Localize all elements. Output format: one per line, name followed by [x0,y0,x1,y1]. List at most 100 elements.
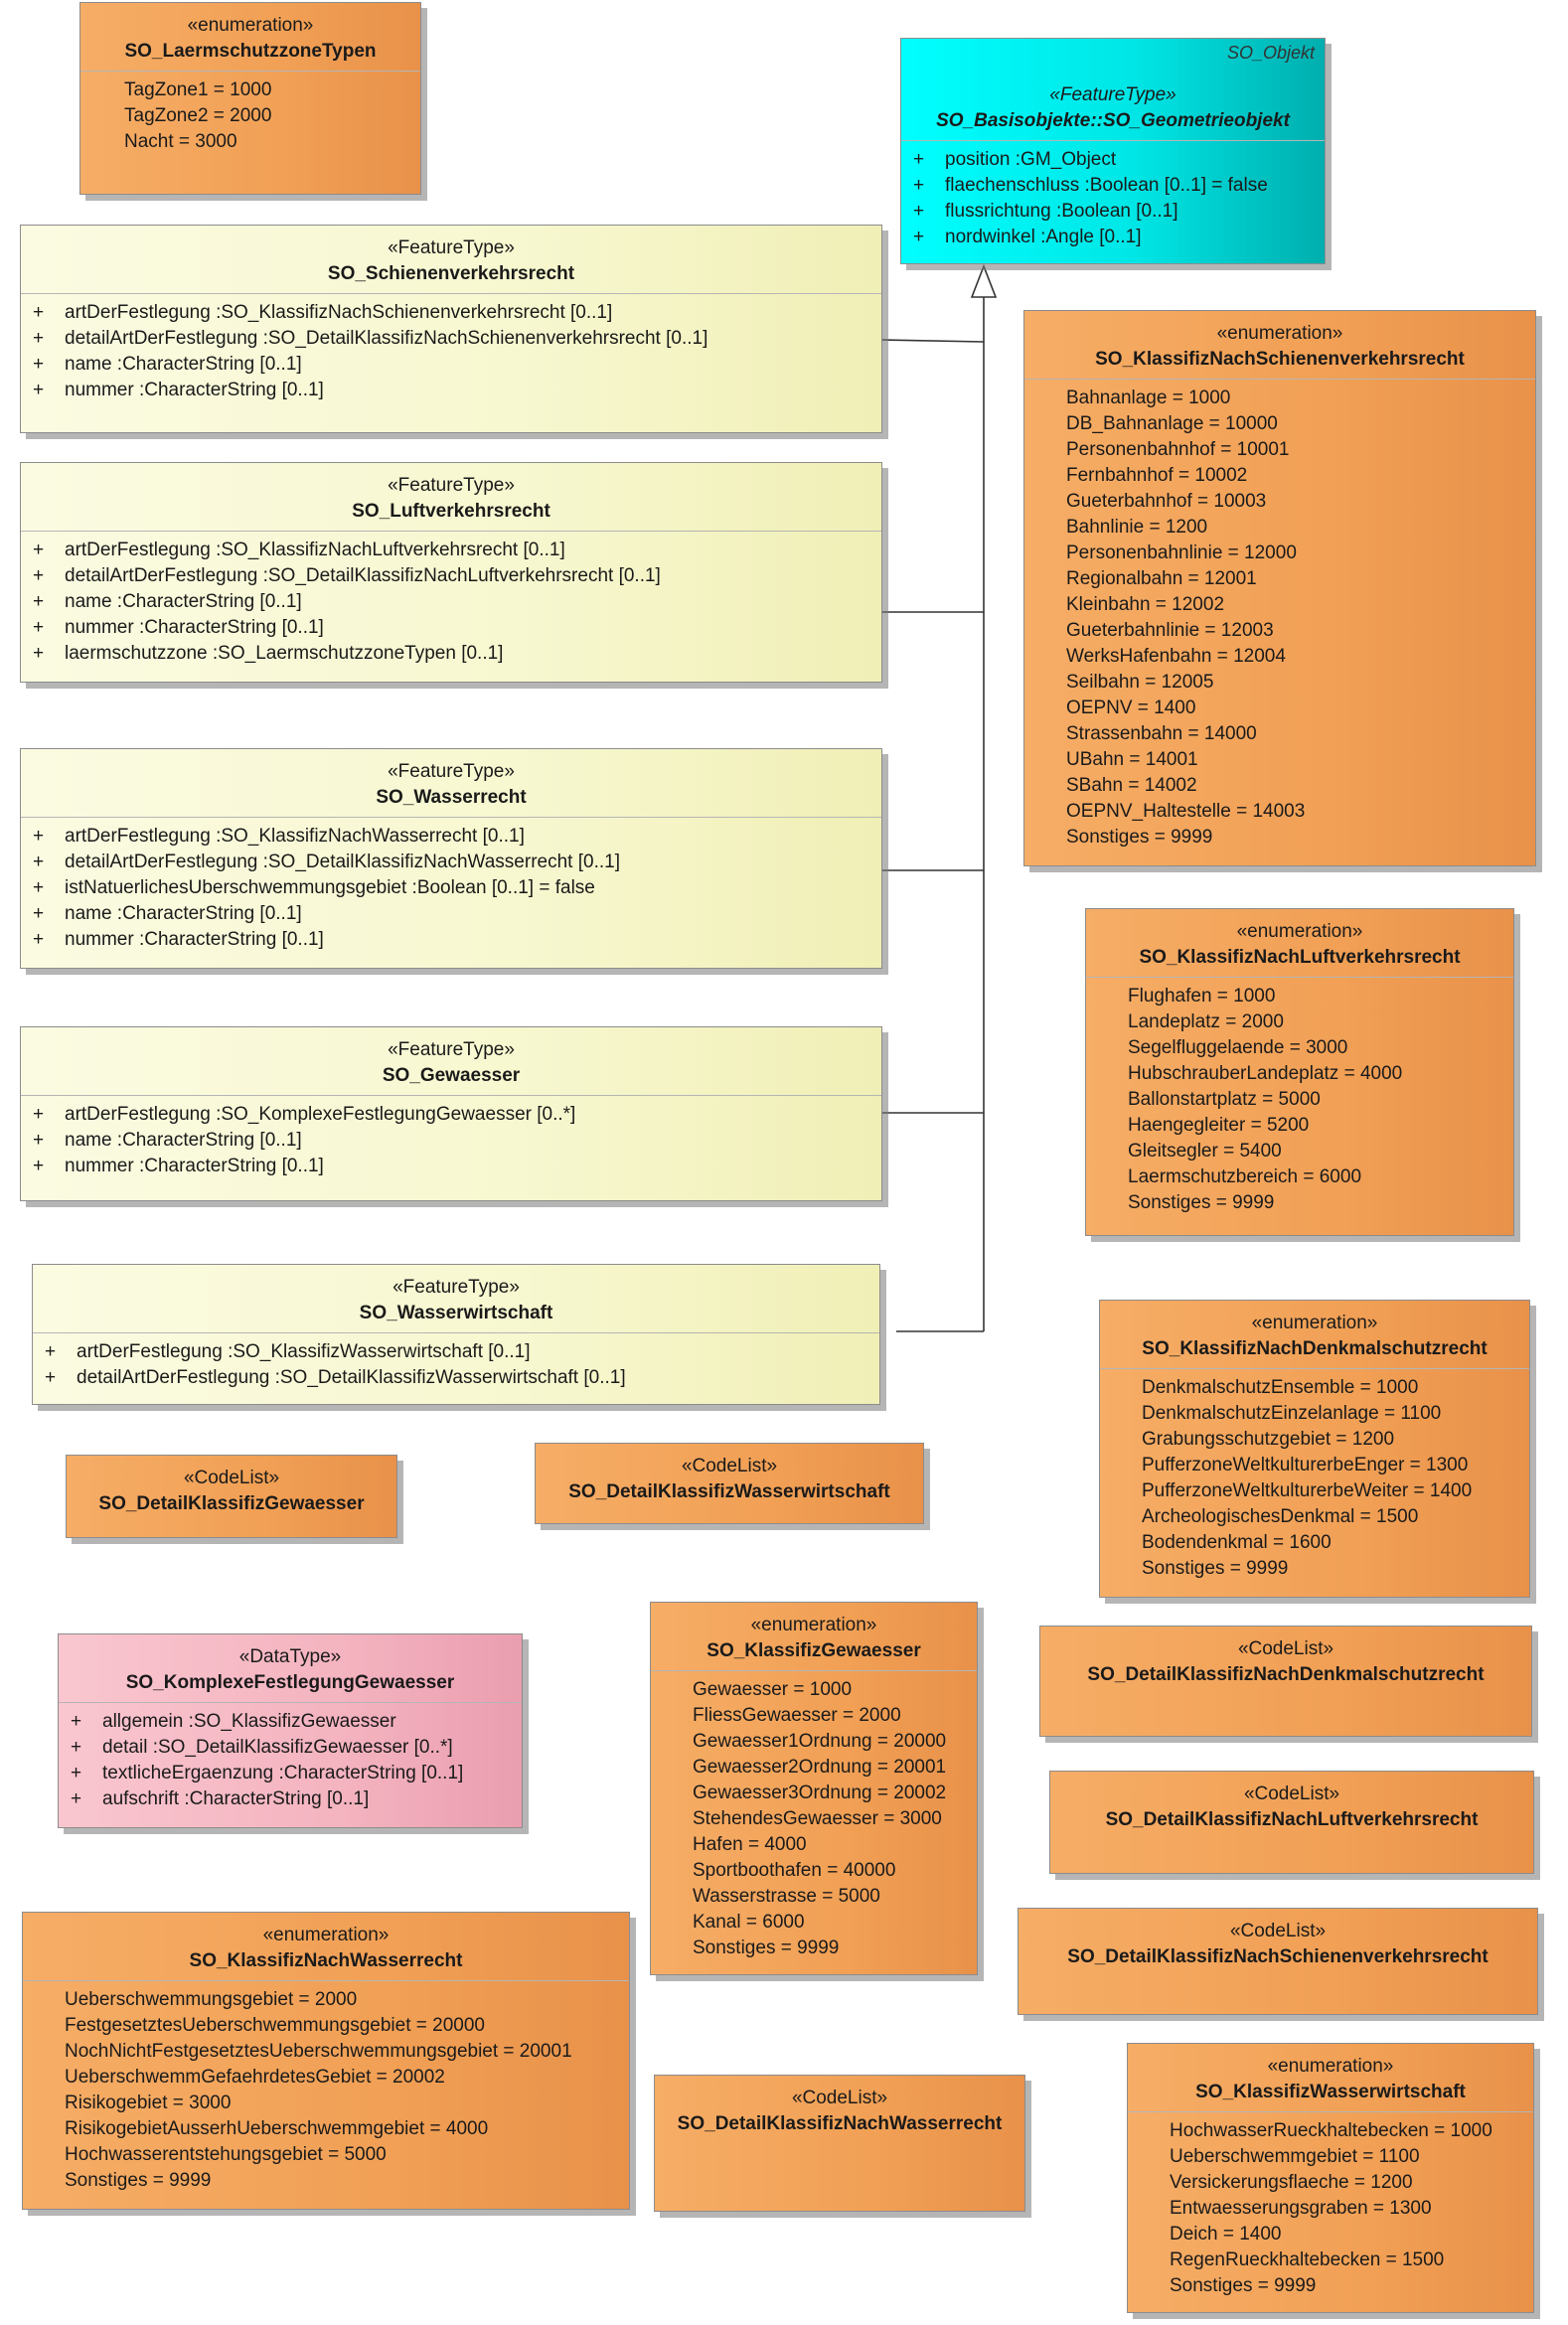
literal: FestgesetztesUeberschwemmungsgebiet = 20… [65,2015,485,2036]
literal: NochNichtFestgesetztesUeberschwemmungsge… [65,2041,572,2062]
attribute: +name :CharacterString [0..1] [33,591,302,612]
codelist-detail-klassifiz-nach-denkmalschutzrecht[interactable]: «CodeList» SO_DetailKlassifizNachDenkmal… [1039,1626,1532,1737]
stereotype-label: «CodeList» [1237,1638,1334,1659]
stereotype-label: «FeatureType» [388,761,515,782]
attribute: +detail :SO_DetailKlassifizGewaesser [0.… [71,1737,453,1758]
featuretype-wasserwirtschaft[interactable]: «FeatureType» SO_Wasserwirtschaft +artDe… [32,1264,880,1405]
package-label: SO_Objekt [1226,43,1315,63]
literal-list: HochwasserRueckhaltebecken = 1000 Uebers… [1128,2112,1533,2305]
class-name: SO_Wasserwirtschaft [359,1303,553,1323]
literal: Wasserstrasse = 5000 [693,1886,880,1907]
literal: Kleinbahn = 12002 [1066,594,1225,615]
literal: Hochwasserentstehungsgebiet = 5000 [65,2144,387,2165]
class-name: SO_DetailKlassifizNachSchienenverkehrsre… [1067,1946,1489,1967]
literal: FliessGewaesser = 2000 [693,1705,901,1726]
featuretype-luftverkehrsrecht[interactable]: «FeatureType» SO_Luftverkehrsrecht +artD… [20,462,882,683]
enum-klassifiz-nach-wasserrecht[interactable]: «enumeration» SO_KlassifizNachWasserrech… [22,1912,630,2210]
literal: Regionalbahn = 12001 [1066,568,1257,589]
attribute-list: +artDerFestlegung :SO_KomplexeFestlegung… [21,1096,881,1185]
attribute: +allgemein :SO_KlassifizGewaesser [71,1711,396,1732]
literal: Sonstiges = 9999 [1170,2275,1317,2296]
stereotype-label: «FeatureType» [1049,84,1176,105]
attribute-list: +position :GM_Object +flaechenschluss :B… [901,141,1325,256]
literal: Sonstiges = 9999 [65,2170,212,2191]
attribute: +nordwinkel :Angle [0..1] [913,227,1142,247]
literal: UBahn = 14001 [1066,749,1198,770]
class-name: SO_DetailKlassifizWasserwirtschaft [568,1481,890,1502]
literal: Sonstiges = 9999 [1142,1558,1289,1579]
literal: HochwasserRueckhaltebecken = 1000 [1170,2120,1492,2141]
featuretype-wasserrecht[interactable]: «FeatureType» SO_Wasserrecht +artDerFest… [20,748,882,969]
literal: DenkmalschutzEinzelanlage = 1100 [1142,1403,1442,1424]
stereotype-label: «DataType» [238,1646,342,1667]
enum-klassifiz-gewaesser[interactable]: «enumeration» SO_KlassifizGewaesser Gewa… [650,1602,978,1975]
class-name: SO_DetailKlassifizNachDenkmalschutzrecht [1087,1664,1485,1685]
literal: Sonstiges = 9999 [693,1938,840,1958]
stereotype-label: «enumeration» [262,1925,390,1945]
class-name: SO_DetailKlassifizNachLuftverkehrsrecht [1105,1809,1479,1830]
attribute: +artDerFestlegung :SO_KomplexeFestlegung… [33,1104,576,1125]
featuretype-schienenverkehrsrecht[interactable]: «FeatureType» SO_Schienenverkehrsrecht +… [20,225,882,433]
codelist-detail-klassifiz-nach-schienenverkehrsrecht[interactable]: «CodeList» SO_DetailKlassifizNachSchiene… [1018,1908,1538,2015]
featuretype-geometrieobjekt[interactable]: SO_Objekt «FeatureType» SO_Basisobjekte:… [900,38,1326,264]
class-name: SO_KlassifizNachLuftverkehrsrecht [1139,947,1461,968]
enum-klassifiz-nach-schienenverkehrsrecht[interactable]: «enumeration» SO_KlassifizNachSchienenve… [1023,310,1536,866]
featuretype-gewaesser[interactable]: «FeatureType» SO_Gewaesser +artDerFestle… [20,1026,882,1201]
class-name: SO_Schienenverkehrsrecht [327,263,575,284]
literal: Seilbahn = 12005 [1066,672,1214,693]
attribute-list: +artDerFestlegung :SO_KlassifizWasserwir… [33,1333,879,1397]
literal: Hafen = 4000 [693,1834,807,1855]
class-name: SO_Gewaesser [382,1065,521,1086]
stereotype-label: «enumeration» [187,15,314,36]
stereotype-label: «FeatureType» [388,475,515,496]
connector-schienenverkehrsrecht [881,339,985,343]
attribute: +name :CharacterString [0..1] [33,903,302,924]
literal: Fernbahnhof = 10002 [1066,465,1248,486]
codelist-detail-klassifiz-gewaesser[interactable]: «CodeList» SO_DetailKlassifizGewaesser [66,1455,397,1538]
literal: Gewaesser = 1000 [693,1679,853,1700]
enum-klassifiz-nach-denkmalschutzrecht[interactable]: «enumeration» SO_KlassifizNachDenkmalsch… [1099,1300,1530,1598]
stereotype-label: «FeatureType» [392,1277,520,1298]
attribute: +flaechenschluss :Boolean [0..1] = false [913,175,1268,196]
literal: Flughafen = 1000 [1128,986,1276,1007]
literal: Ueberschwemmgebiet = 1100 [1170,2146,1420,2167]
literal-list: Flughafen = 1000 Landeplatz = 2000 Segel… [1086,978,1513,1222]
stereotype-label: «FeatureType» [388,1039,515,1060]
stereotype-label: «enumeration» [750,1615,877,1635]
class-name: SO_DetailKlassifizNachWasserrecht [677,2113,1003,2134]
codelist-detail-klassifiz-wasserwirtschaft[interactable]: «CodeList» SO_DetailKlassifizWasserwirts… [535,1443,924,1524]
stereotype-label: «CodeList» [791,2088,888,2108]
literal: Gewaesser3Ordnung = 20002 [693,1782,947,1803]
literal: WerksHafenbahn = 12004 [1066,646,1286,667]
attribute-list: +artDerFestlegung :SO_KlassifizNachSchie… [21,294,881,409]
attribute: +artDerFestlegung :SO_KlassifizNachLuftv… [33,540,565,560]
literal: SBahn = 14002 [1066,775,1197,796]
literal-list: Ueberschwemmungsgebiet = 2000 Festgesetz… [23,1981,629,2200]
literal: DB_Bahnanlage = 10000 [1066,413,1278,434]
literal: Laermschutzbereich = 6000 [1128,1166,1362,1187]
enum-klassifiz-wasserwirtschaft[interactable]: «enumeration» SO_KlassifizWasserwirtscha… [1127,2043,1534,2313]
codelist-detail-klassifiz-nach-luftverkehrsrecht[interactable]: «CodeList» SO_DetailKlassifizNachLuftver… [1049,1771,1534,1874]
generalization-arrowhead [970,263,998,298]
datatype-komplexe-festlegung-gewaesser[interactable]: «DataType» SO_KomplexeFestlegungGewaesse… [58,1633,523,1828]
literal: Gewaesser2Ordnung = 20001 [693,1757,947,1778]
literal: HubschrauberLandeplatz = 4000 [1128,1063,1403,1084]
attribute: +nummer :CharacterString [0..1] [33,929,324,950]
literal: Kanal = 6000 [693,1912,805,1933]
enum-laermschutzzone-typen[interactable]: «enumeration» SO_LaermschutzzoneTypen Ta… [79,2,421,195]
class-name: SO_Wasserrecht [376,787,527,808]
literal: Bahnlinie = 1200 [1066,517,1208,538]
literal: Gewaesser1Ordnung = 20000 [693,1731,947,1752]
literal: Gleitsegler = 5400 [1128,1141,1282,1162]
literal: OEPNV = 1400 [1066,698,1196,718]
stereotype-label: «CodeList» [1229,1921,1327,1941]
literal: UeberschwemmGefaehrdetesGebiet = 20002 [65,2067,445,2088]
enum-klassifiz-nach-luftverkehrsrecht[interactable]: «enumeration» SO_KlassifizNachLuftverkeh… [1085,908,1514,1236]
class-name: SO_KlassifizWasserwirtschaft [1195,2082,1466,2102]
literal: Risikogebiet = 3000 [65,2092,232,2113]
attribute: +position :GM_Object [913,149,1117,170]
attribute-list: +artDerFestlegung :SO_KlassifizNachLuftv… [21,532,881,673]
codelist-detail-klassifiz-nach-wasserrecht[interactable]: «CodeList» SO_DetailKlassifizNachWasserr… [654,2075,1025,2212]
attribute: +detailArtDerFestlegung :SO_DetailKlassi… [33,565,661,586]
class-name: SO_KomplexeFestlegungGewaesser [125,1672,455,1693]
